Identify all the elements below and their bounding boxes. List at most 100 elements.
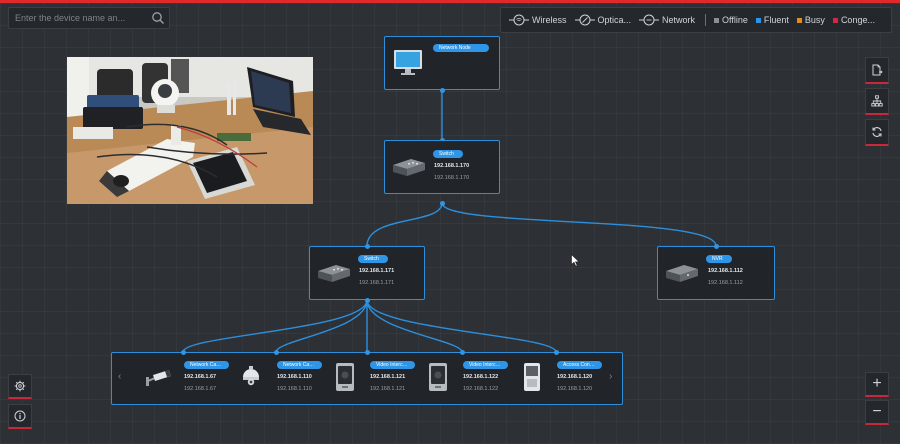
video-intercom-icon[interactable] — [427, 362, 449, 392]
port-dot — [713, 243, 719, 249]
legend-fluent: Fluent — [755, 15, 789, 25]
settings-button[interactable] — [8, 374, 32, 399]
switch-icon — [393, 159, 425, 176]
access-control-icon[interactable] — [521, 362, 543, 392]
info-button[interactable] — [8, 404, 32, 429]
device-type-badge: Access Contr... — [557, 361, 602, 369]
node-ip: 192.168.1.170 — [434, 163, 470, 169]
zoom-in-button[interactable]: + — [865, 372, 889, 397]
wireless-link-icon — [509, 14, 529, 26]
port-dot — [459, 349, 465, 355]
legend-network: Network — [639, 14, 695, 26]
node-switch-core[interactable]: Switch 192.168.1.170 192.168.1.170 — [384, 140, 500, 194]
device-type-badge: Network Cam... — [277, 361, 322, 369]
device-ip: 192.168.1.67 — [184, 374, 217, 380]
legend-wireless: Wireless — [509, 14, 567, 26]
device-search-input[interactable] — [9, 8, 147, 28]
top-accent-bar — [0, 0, 900, 3]
port-dot — [439, 200, 445, 206]
node-ip-secondary: 192.168.1.171 — [359, 280, 395, 286]
monitor-icon — [394, 50, 422, 75]
node-switch-access[interactable]: Switch 192.168.1.171 192.168.1.171 — [309, 246, 425, 300]
pager-prev-button[interactable]: ‹ — [118, 371, 122, 382]
topology-layout-button[interactable] — [865, 88, 889, 115]
legend-congested: Conge... — [832, 15, 875, 25]
legend-optical: Optica... — [574, 14, 632, 26]
device-type-badge: Network Cam... — [184, 361, 229, 369]
link-access-camera-2[interactable] — [275, 299, 368, 353]
port-dot — [364, 349, 370, 355]
device-ip: 192.168.1.122 — [463, 374, 499, 380]
bullet-camera-icon[interactable] — [145, 365, 173, 389]
device-ip: 192.168.1.121 — [370, 374, 406, 380]
pager-next-button[interactable]: › — [609, 371, 613, 382]
port-dot — [364, 243, 370, 249]
node-nvr[interactable]: NVR 192.168.1.112 192.168.1.112 — [657, 246, 775, 300]
video-intercom-icon[interactable] — [334, 362, 356, 392]
device-ip-secondary: 192.168.1.122 — [463, 386, 499, 392]
refresh-icon — [872, 127, 882, 137]
device-ip-secondary: 192.168.1.67 — [184, 386, 217, 392]
node-ip-secondary: 192.168.1.170 — [434, 175, 470, 181]
info-icon — [14, 410, 26, 422]
port-dot — [273, 349, 279, 355]
port-dot — [364, 297, 370, 303]
node-type-badge: Switch — [358, 255, 388, 263]
legend-label: Fluent — [763, 15, 789, 25]
switch-icon — [318, 265, 350, 282]
device-ip-secondary: 192.168.1.121 — [370, 386, 406, 392]
node-network-node[interactable]: Network Node — [384, 36, 500, 90]
port-dot — [180, 349, 186, 355]
optical-link-icon — [574, 14, 595, 26]
device-ip: 192.168.1.110 — [277, 374, 312, 380]
dome-camera-icon[interactable] — [240, 363, 262, 389]
node-ip: 192.168.1.171 — [359, 268, 395, 274]
node-type-badge: Network Node — [433, 44, 489, 52]
legend-swatch — [714, 17, 720, 23]
link-core-nvr[interactable] — [441, 202, 717, 247]
topology-icon — [871, 95, 883, 107]
refresh-button[interactable] — [865, 119, 889, 146]
device-ip-secondary: 192.168.1.110 — [277, 386, 312, 392]
legend-label: Network — [662, 15, 696, 25]
link-access-camera-1[interactable] — [182, 299, 368, 353]
node-ip-secondary: 192.168.1.112 — [708, 280, 743, 286]
device-ip-secondary: 192.168.1.120 — [557, 386, 593, 392]
search-icon[interactable] — [151, 11, 165, 25]
legend-swatch — [832, 17, 838, 23]
topology-legend: Wireless Optica... Network Offline Fluen… — [500, 7, 892, 33]
link-access-intercom-2[interactable] — [366, 299, 463, 353]
nvr-icon — [666, 265, 698, 282]
zoom-out-button[interactable]: − — [865, 400, 889, 425]
link-core-access[interactable] — [366, 202, 443, 247]
legend-label: Offline — [722, 15, 748, 25]
legend-offline: Offline — [714, 15, 748, 25]
node-ip: 192.168.1.112 — [708, 268, 743, 274]
legend-swatch — [755, 17, 761, 23]
export-button[interactable] — [865, 57, 889, 84]
node-type-badge: Switch — [433, 150, 463, 158]
node-type-badge: NVR — [706, 255, 732, 263]
legend-label: Optica... — [597, 15, 632, 25]
legend-swatch — [796, 17, 802, 23]
device-ip: 192.168.1.120 — [557, 374, 593, 380]
device-type-badge: Video Interco... — [463, 361, 508, 369]
port-dot — [553, 349, 559, 355]
legend-label: Wireless — [532, 15, 567, 25]
network-link-icon — [639, 14, 660, 26]
device-group-panel[interactable]: ‹ › Network Cam... 192.168.1.67 192.168.… — [111, 352, 623, 405]
gear-icon — [14, 380, 26, 392]
mouse-cursor-icon — [571, 254, 580, 267]
legend-label: Conge... — [840, 15, 875, 25]
camera-photo-overlay — [67, 57, 313, 204]
legend-label: Busy — [804, 15, 825, 25]
link-access-access-control[interactable] — [366, 299, 557, 353]
port-dot — [439, 87, 445, 93]
legend-divider — [705, 14, 707, 26]
export-icon — [872, 64, 883, 76]
device-search-box[interactable] — [8, 7, 170, 29]
lab-equipment-photo — [67, 57, 313, 204]
device-type-badge: Video Interco... — [370, 361, 415, 369]
legend-busy: Busy — [796, 15, 825, 25]
